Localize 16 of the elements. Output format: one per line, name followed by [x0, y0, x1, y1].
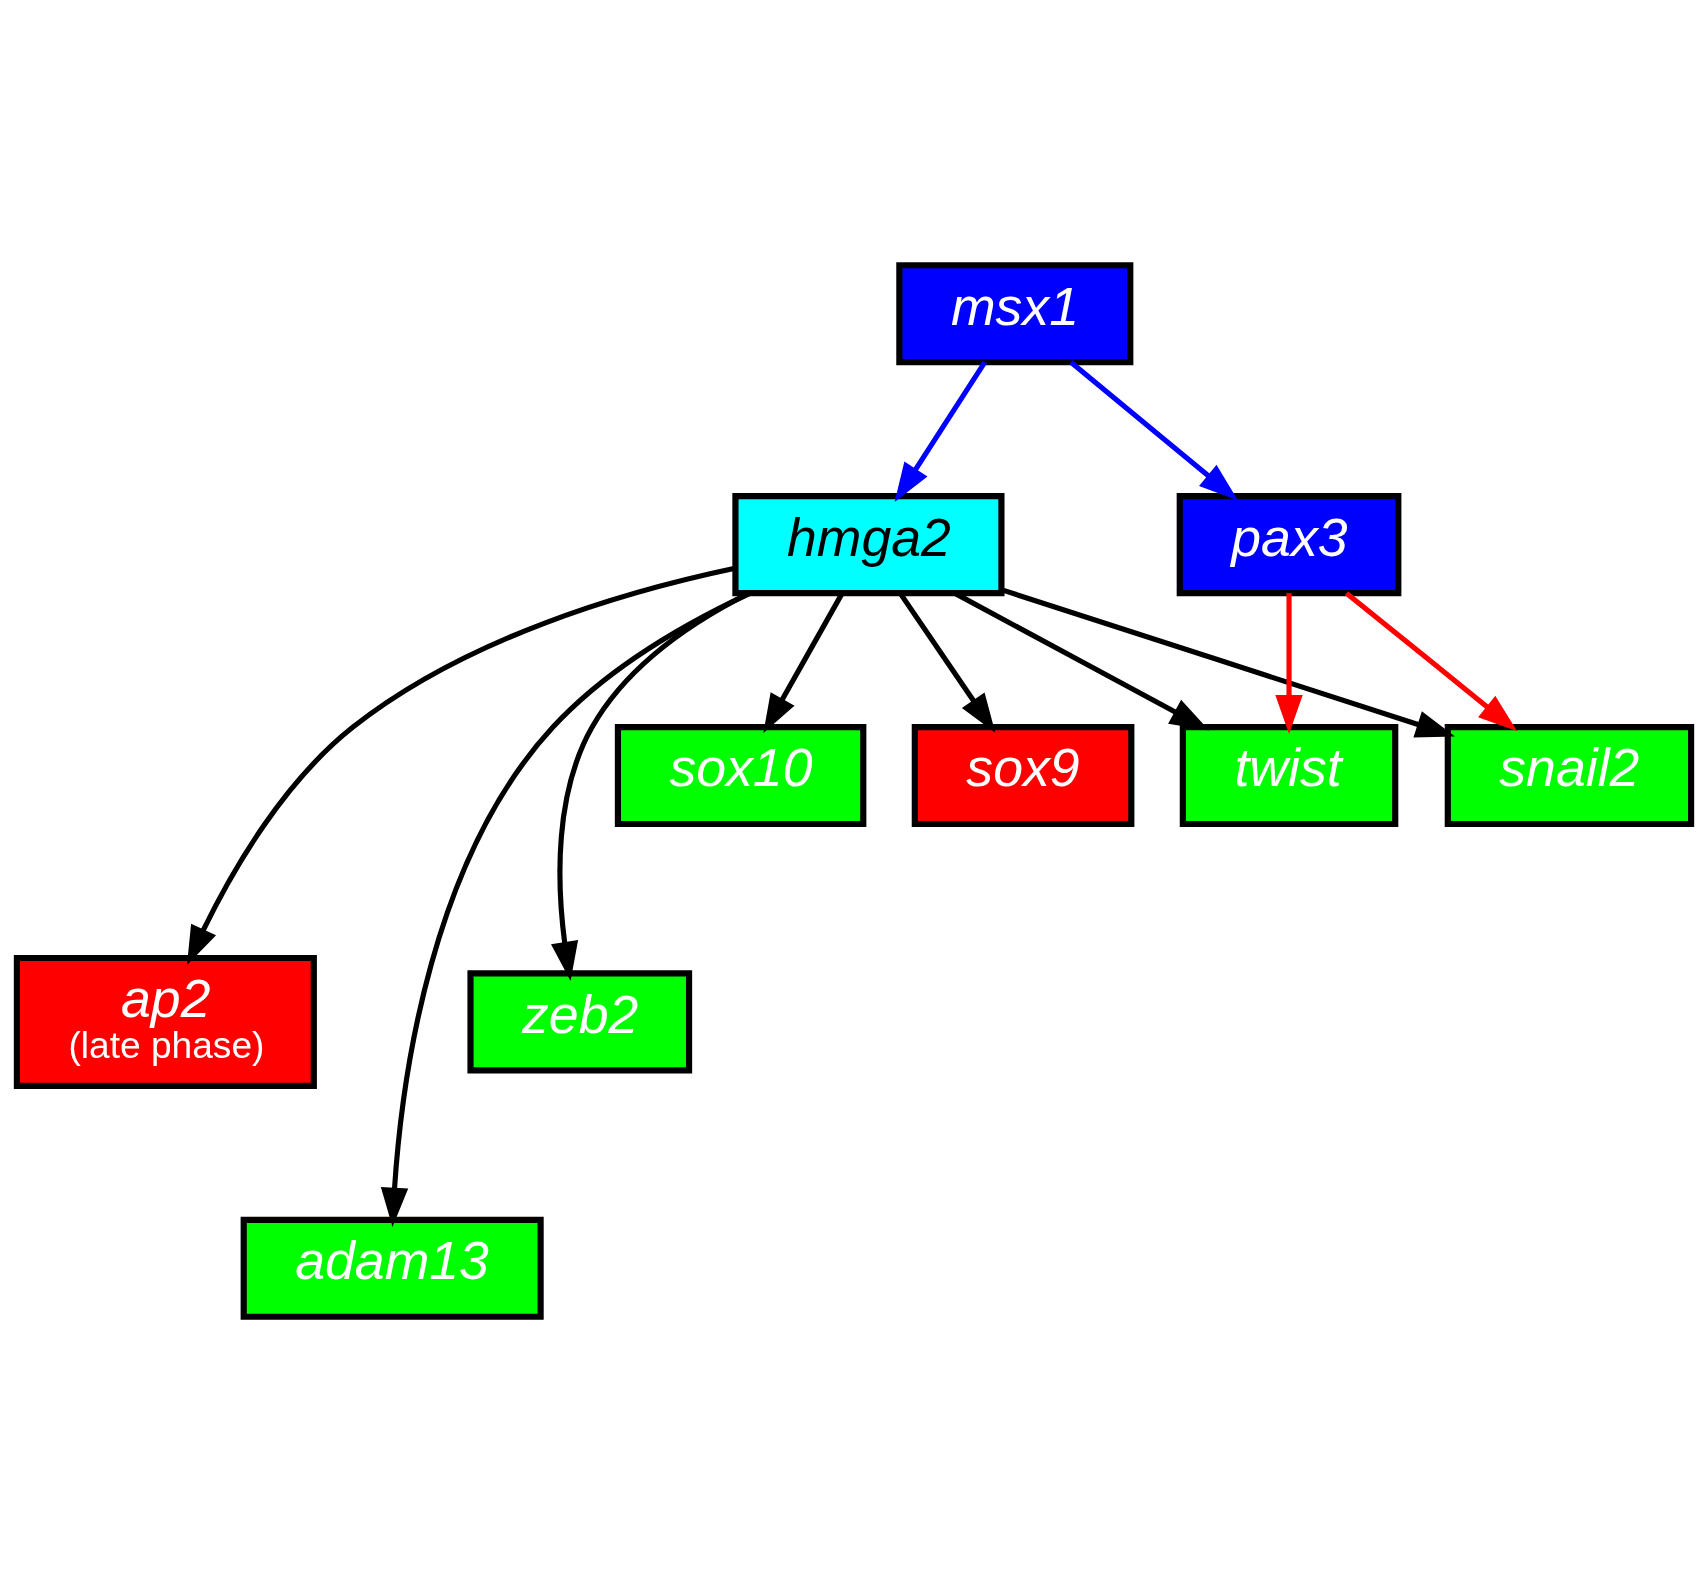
node-box: snail2	[1444, 724, 1695, 828]
arrow	[1275, 593, 1303, 735]
arrow	[1344, 591, 1518, 732]
node-box: zeb2	[467, 970, 693, 1074]
arrow	[1001, 587, 1455, 738]
node-box: twist	[1179, 724, 1399, 828]
node-box: hmga2	[732, 493, 1005, 597]
node-box: sox9	[911, 724, 1135, 828]
node-box: sox10	[614, 724, 867, 828]
node-box: ap2 (late phase)	[13, 954, 317, 1089]
arrow	[1069, 360, 1238, 501]
node-box: msx1	[896, 262, 1134, 366]
node-box: adam13	[240, 1216, 544, 1320]
arrow	[186, 565, 736, 966]
node-box: pax3	[1176, 493, 1402, 597]
arrow	[894, 360, 987, 502]
